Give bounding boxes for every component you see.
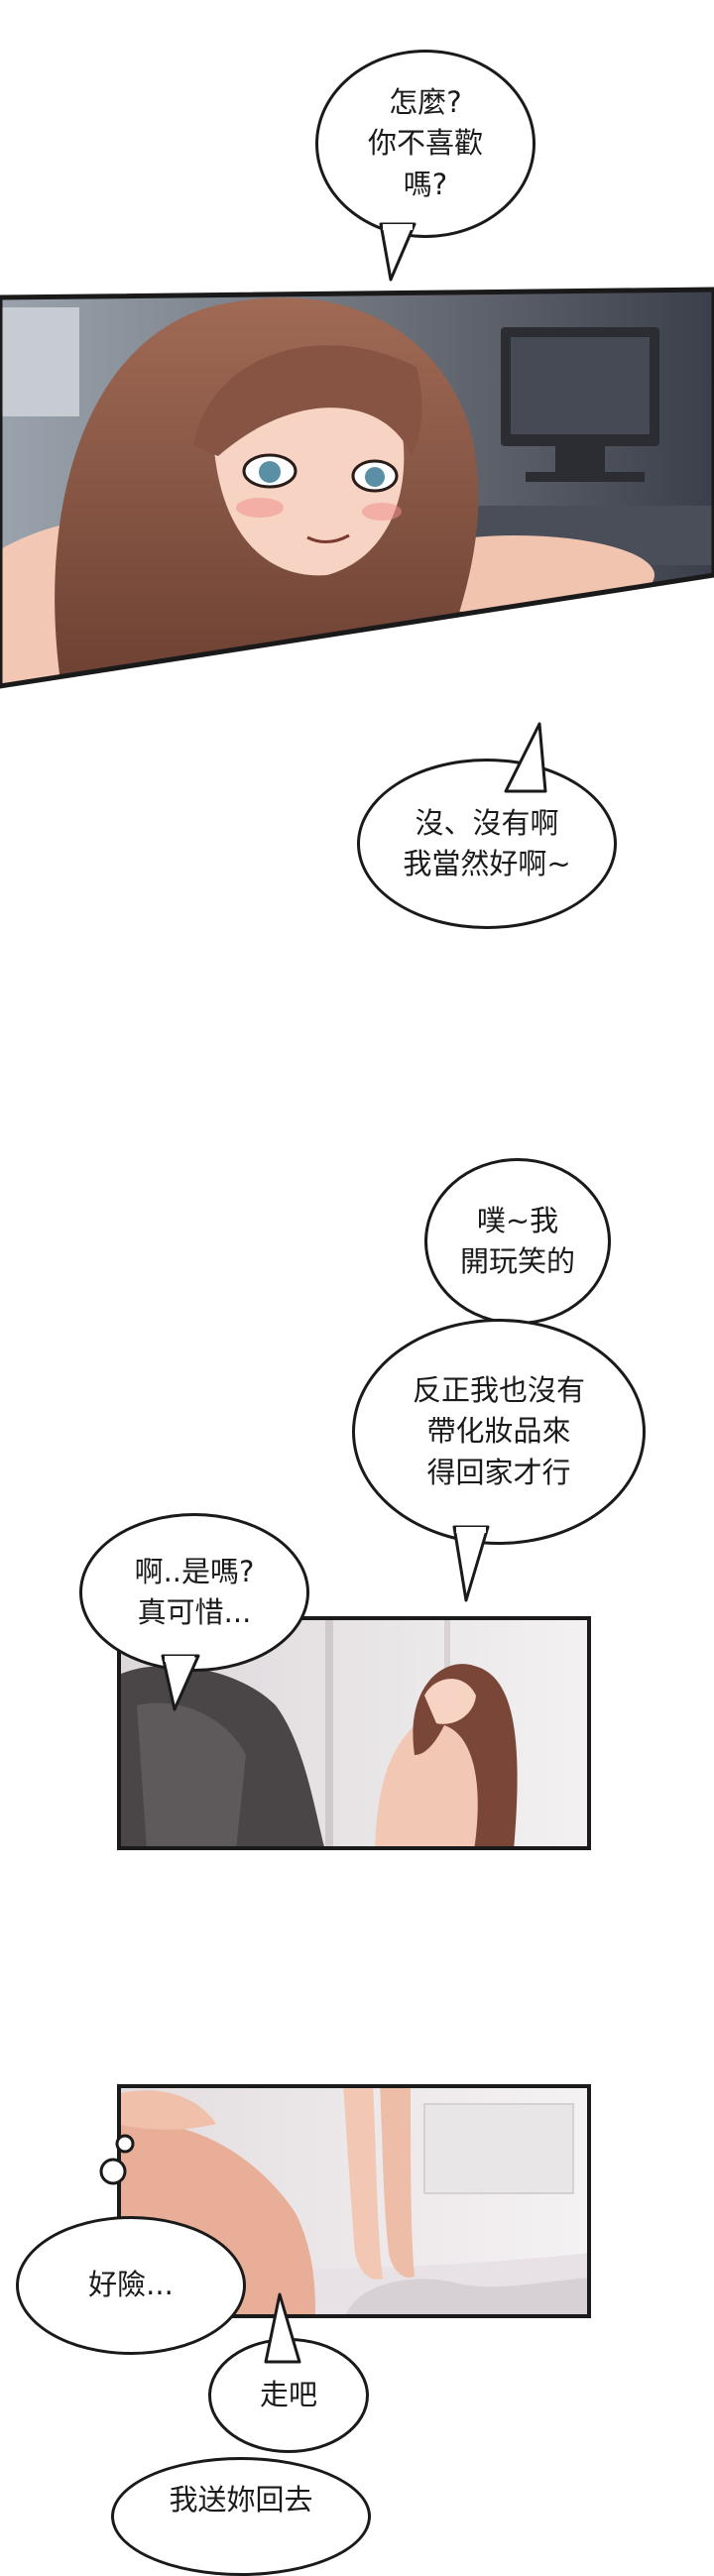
speech-bubble-7-text: 走吧 [259, 2378, 317, 2412]
speech-bubble-8-text: 我送妳回去 [169, 2483, 313, 2517]
speech-bubble-7-tail [264, 2292, 301, 2364]
speech-bubble-1-text: 怎麼? 你不喜歡 嗎? [367, 85, 483, 201]
speech-bubble-2-tail [504, 722, 547, 793]
speech-bubble-5-text: 啊..是嗎? 真可惜... [134, 1554, 255, 1629]
speech-bubble-8: 我送妳回去 [111, 2457, 371, 2576]
speech-bubble-3: 噗~我 開玩笑的 [424, 1158, 611, 1325]
comic-page: 怎麼? 你不喜歡 嗎? 沒、沒有啊 我當然好啊~ 噗~我 開玩笑的 反正我也沒有… [0, 50, 714, 2576]
speech-bubble-1-tail [379, 222, 416, 282]
panel-2-room [117, 1616, 591, 1850]
speech-bubble-6: 好險... [16, 2216, 246, 2355]
speech-bubble-6-text: 好險... [88, 2268, 174, 2302]
panel-1-closeup [0, 287, 714, 689]
speech-bubble-2-text: 沒、沒有啊 我當然好啊~ [403, 805, 571, 880]
speech-bubble-1: 怎麼? 你不喜歡 嗎? [315, 50, 536, 238]
speech-bubble-4-tail [452, 1525, 490, 1602]
speech-bubble-4-text: 反正我也沒有 帶化妝品來 得回家才行 [412, 1373, 585, 1489]
speech-bubble-4: 反正我也沒有 帶化妝品來 得回家才行 [352, 1319, 646, 1545]
speech-bubble-5: 啊..是嗎? 真可惜... [79, 1513, 309, 1672]
speech-bubble-2: 沒、沒有啊 我當然好啊~ [357, 759, 617, 929]
speech-bubble-3-text: 噗~我 開玩笑的 [459, 1203, 575, 1278]
thought-dots [99, 2134, 135, 2185]
speech-bubble-5-tail [161, 1654, 200, 1711]
